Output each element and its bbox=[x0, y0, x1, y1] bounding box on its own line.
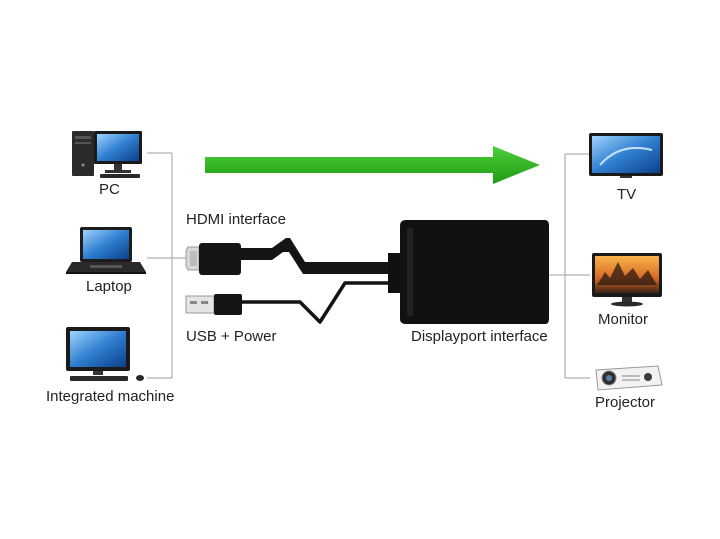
monitor-icon bbox=[592, 253, 662, 307]
desktop-pc-icon bbox=[72, 131, 142, 178]
tv-icon bbox=[589, 133, 663, 178]
all-in-one-computer-icon bbox=[66, 327, 144, 381]
laptop-label: Laptop bbox=[86, 278, 132, 295]
hdmi-interface-label: HDMI interface bbox=[186, 211, 287, 228]
laptop-icon bbox=[66, 227, 146, 274]
monitor-label: Monitor bbox=[598, 311, 649, 328]
projector-label: Projector bbox=[595, 394, 656, 411]
displayport-adapter bbox=[388, 220, 549, 324]
signal-direction-arrow bbox=[205, 146, 540, 184]
output-connector-lines bbox=[549, 153, 590, 379]
usb-connector bbox=[185, 281, 390, 324]
displayport-interface-label: Displayport interface bbox=[411, 328, 548, 345]
projector-icon bbox=[595, 365, 663, 391]
integrated-machine-label: Integrated machine bbox=[46, 388, 175, 405]
tv-label: TV bbox=[617, 186, 637, 203]
usb-power-label: USB + Power bbox=[186, 328, 277, 345]
pc-label: PC bbox=[99, 181, 120, 198]
hdmi-connector bbox=[185, 238, 390, 275]
source-connector-lines bbox=[147, 152, 186, 379]
